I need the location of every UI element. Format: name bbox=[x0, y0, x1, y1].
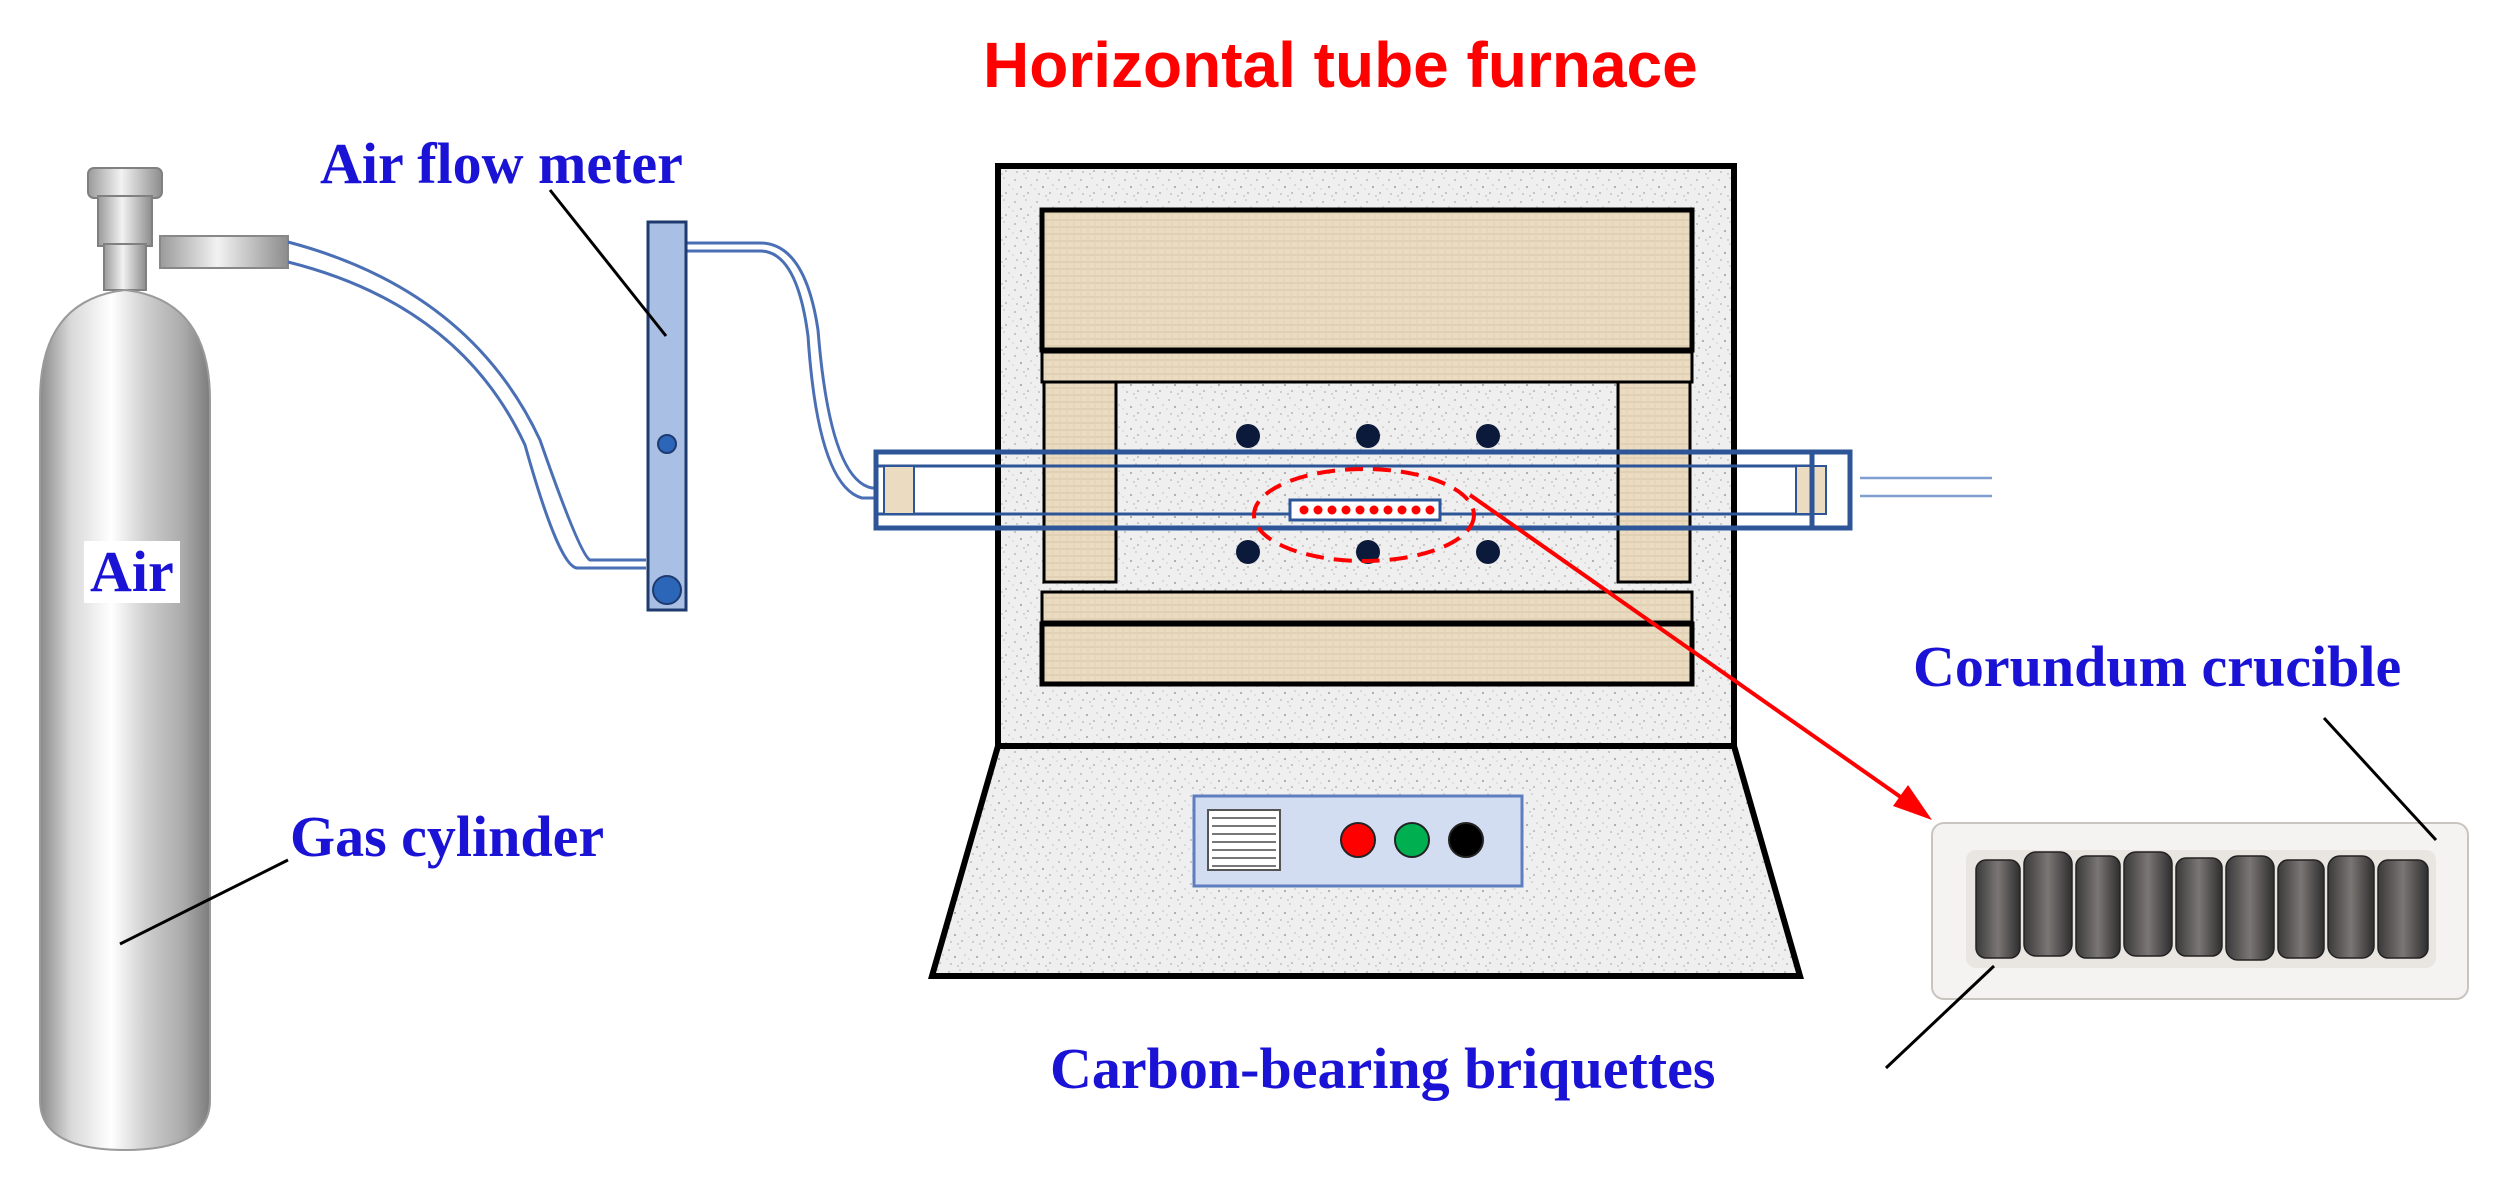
diagram-title: Horizontal tube furnace bbox=[983, 29, 1698, 101]
label-air-flow-meter: Air flow meter bbox=[320, 131, 683, 196]
zoom-arrow bbox=[1468, 493, 1932, 820]
leader-line-corundum-crucible bbox=[2322, 716, 2438, 842]
gas-line-outlet bbox=[1860, 476, 1992, 498]
red-button-icon bbox=[1340, 822, 1376, 858]
gas-cylinder-icon bbox=[39, 167, 289, 1152]
gas-line-meter-to-furnace bbox=[686, 241, 876, 500]
black-button-icon bbox=[1448, 822, 1484, 858]
label-carbon-bearing-briquettes: Carbon-bearing briquettes bbox=[1050, 1036, 1716, 1101]
label-air: Air bbox=[84, 541, 180, 603]
gas-line-cylinder-to-meter bbox=[287, 240, 646, 570]
label-corundum-crucible: Corundum crucible bbox=[1913, 634, 2402, 699]
green-button-icon bbox=[1394, 822, 1430, 858]
control-panel bbox=[1192, 794, 1524, 888]
highlight-ellipse bbox=[1252, 467, 1476, 563]
flow-meter-icon bbox=[646, 220, 688, 612]
leader-line-briquettes bbox=[1884, 964, 1996, 1070]
tube-furnace-icon bbox=[928, 163, 1804, 979]
crucible-photo-icon bbox=[1931, 822, 2469, 1000]
leader-line-air-flow-meter bbox=[548, 189, 668, 337]
leader-line-gas-cylinder bbox=[119, 858, 289, 946]
furnace-tube bbox=[873, 449, 1853, 563]
label-gas-cylinder: Gas cylinder bbox=[290, 804, 605, 869]
